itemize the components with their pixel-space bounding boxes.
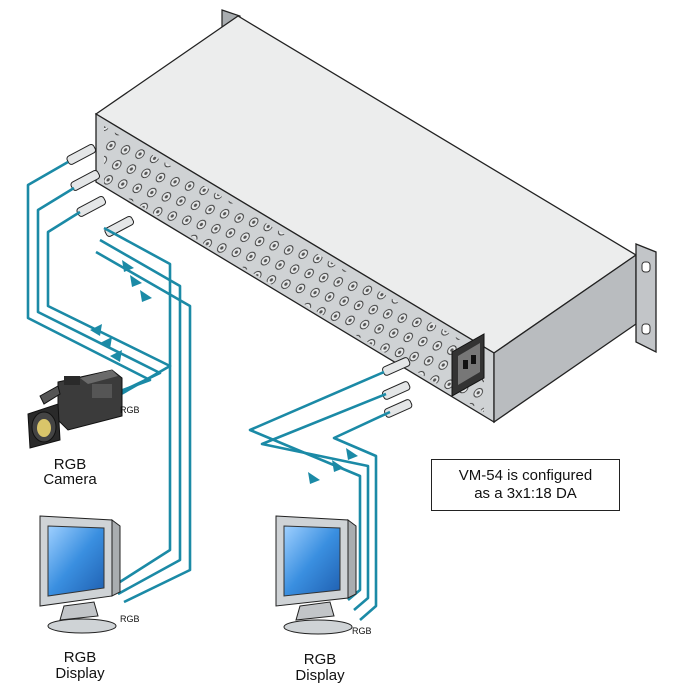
bnc-connector-grid	[104, 126, 484, 412]
cable-display-left-g	[99, 238, 182, 596]
display-left-title-line2: Display	[55, 665, 105, 682]
arrow-icon	[140, 290, 152, 302]
configuration-note: VM-54 is configured as a 3x1:18 DA	[431, 459, 620, 511]
bnc-plugs-right	[382, 357, 413, 418]
display-right-signal-label: RGB	[352, 626, 372, 636]
arrow-icon	[130, 275, 142, 287]
cable-camera-b	[46, 210, 172, 399]
display-left-icon	[39, 515, 121, 634]
arrow-icon	[332, 460, 344, 472]
display-right-icon	[275, 515, 357, 635]
arrow-icon	[346, 448, 358, 460]
ear-hole-top	[641, 261, 651, 273]
vm54-device	[94, 9, 657, 424]
cable-display-right-b	[332, 410, 391, 621]
camera-icon	[27, 369, 123, 449]
display-left-signal-label: RGB	[120, 614, 140, 624]
arrow-icon	[110, 350, 122, 362]
cable-display-left-r	[103, 226, 172, 589]
display-right-title-line1: RGB	[303, 651, 337, 668]
cables	[26, 160, 391, 621]
configuration-note-line1: VM-54 is configured	[458, 467, 593, 484]
display-right-title-line2: Display	[295, 667, 345, 684]
bnc-plugs-left	[66, 143, 135, 237]
cable-display-left-b	[95, 250, 192, 604]
power-inlet	[451, 333, 485, 397]
cable-display-right-g	[260, 392, 387, 611]
arrow-icon	[100, 337, 112, 349]
flow-arrows	[90, 260, 358, 484]
ear-hole-bottom	[641, 323, 651, 335]
configuration-note-line2: as a 3x1:18 DA	[474, 485, 577, 502]
display-left-title-line1: RGB	[63, 649, 97, 666]
arrow-icon	[308, 472, 320, 484]
camera-title-line2: Camera	[43, 471, 97, 488]
arrow-icon	[90, 324, 102, 336]
arrow-icon	[122, 260, 134, 272]
camera-signal-label: RGB	[120, 405, 140, 415]
rack-ear-front	[635, 243, 657, 354]
camera-title-line1: RGB	[53, 456, 87, 473]
